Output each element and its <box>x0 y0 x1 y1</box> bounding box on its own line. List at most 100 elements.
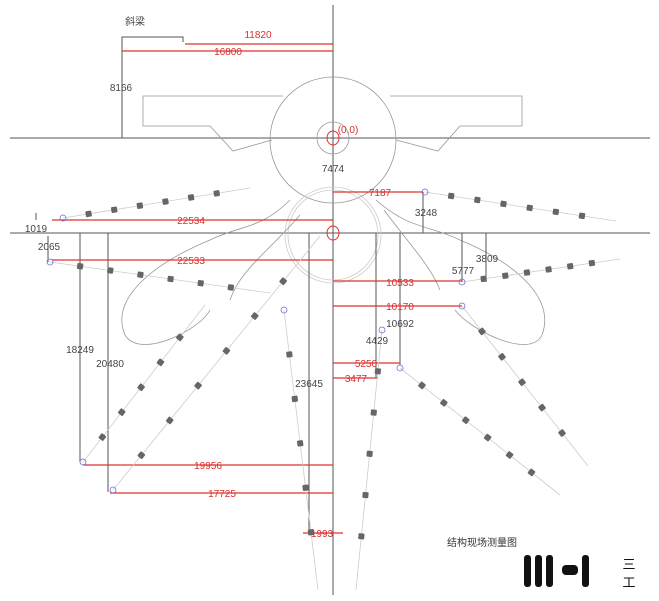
bolt-icon <box>578 212 586 220</box>
bolt-icon <box>197 279 204 287</box>
bolt-rays <box>46 187 621 591</box>
bolt-icon <box>418 381 426 390</box>
label-1993: 1993 <box>311 529 334 540</box>
label-18249: 18249 <box>66 345 94 356</box>
bolt-icon <box>358 533 365 540</box>
origin-marker <box>326 130 340 146</box>
bolt-icon <box>500 200 507 208</box>
bolt-icon <box>291 395 299 403</box>
bolt-ray-line <box>112 235 321 491</box>
bolt-icon <box>374 368 382 375</box>
bolt-icon <box>483 433 492 442</box>
bolt-icon <box>227 284 235 291</box>
label-3248: 3248 <box>415 208 438 219</box>
anchor-point-icon <box>458 302 466 310</box>
right-slab-outline <box>390 95 523 152</box>
lower-circle-outer <box>284 186 382 284</box>
bolt-icon <box>505 451 514 459</box>
bolt-icon <box>250 312 259 320</box>
bolt-icon <box>137 383 145 392</box>
bolt-icon <box>461 416 470 425</box>
bolt-icon <box>85 210 92 218</box>
label-16800: 16800 <box>214 47 242 58</box>
label-22533: 22533 <box>177 256 205 267</box>
label-5777: 5777 <box>452 266 475 277</box>
label-2065: 2065 <box>38 242 61 253</box>
bolt-icon <box>222 347 231 355</box>
large-circle <box>269 76 397 204</box>
left-slab-outline <box>142 95 283 152</box>
label-10692: 10692 <box>386 319 414 330</box>
right-lobe-inner <box>383 209 441 291</box>
bolt-icon <box>110 206 118 214</box>
bolt-icon <box>538 403 546 412</box>
label-22534: 22534 <box>177 216 205 227</box>
bolt-icon <box>176 333 184 342</box>
bolt-icon <box>156 358 165 367</box>
bolt-icon <box>137 451 146 460</box>
lower-marker <box>326 225 340 241</box>
bolt-icon <box>98 433 107 441</box>
right-lobe <box>375 199 546 345</box>
bolt-icon <box>526 204 533 212</box>
bolt-icon <box>366 450 373 457</box>
label-20480: 20480 <box>96 359 124 370</box>
bolt-icon <box>440 398 448 407</box>
bolt-icon <box>498 352 506 361</box>
logo: 三 工 <box>524 555 636 591</box>
bolt-icon <box>478 327 486 336</box>
bolt-icon <box>279 277 287 286</box>
label-17725: 17725 <box>208 489 236 500</box>
logo-text: 三 <box>622 558 635 573</box>
label-5250: 5250 <box>355 359 378 370</box>
drawing-title: 结构现场测量图 <box>447 536 517 549</box>
label-19956: 19956 <box>194 461 222 472</box>
bolt-icon <box>370 409 377 416</box>
bolt-icon <box>502 272 509 279</box>
anchor-point-icon <box>396 364 404 372</box>
left-lobe-inner <box>229 214 301 301</box>
svg-text:工: 工 <box>622 576 635 591</box>
origin-label: (0,0) <box>338 125 359 136</box>
label-10533: 10533 <box>386 278 414 289</box>
bolt-icon <box>165 416 174 425</box>
bolt-icon <box>136 202 144 209</box>
bolt-icon <box>523 269 531 276</box>
label-23645: 23645 <box>295 379 323 390</box>
bolt-icon <box>167 275 174 283</box>
bolt-icon <box>137 271 144 278</box>
label-8166: 8166 <box>110 83 133 94</box>
bolt-icon <box>107 267 114 274</box>
small-circle <box>316 121 350 155</box>
bolt-icon <box>76 262 84 270</box>
bolt-icon <box>213 190 220 197</box>
bolt-icon <box>286 351 293 358</box>
label-3477: 3477 <box>345 374 368 385</box>
bolt-icon <box>187 194 195 201</box>
anchor-point-icon <box>421 188 429 196</box>
anchor-point-icon <box>458 278 466 286</box>
bolt-icon <box>480 275 487 283</box>
anchor-point-icon <box>109 486 117 494</box>
bolt-icon <box>307 528 315 536</box>
bolt-icon <box>518 378 526 386</box>
bolt-icon <box>302 484 309 492</box>
label-7474: 7474 <box>322 164 345 175</box>
bolt-icon <box>162 198 169 205</box>
bolt-icon <box>566 262 574 270</box>
label-10170: 10170 <box>386 302 414 313</box>
bolt-icon <box>527 468 536 477</box>
bolt-icon <box>552 208 560 216</box>
beam-bracket <box>121 36 184 44</box>
bolt-icon <box>117 408 126 416</box>
left-lobe <box>121 199 291 345</box>
bolt-icon <box>545 266 552 273</box>
bolt-icon <box>296 440 304 447</box>
label-3809: 3809 <box>476 254 499 265</box>
beam-label: 斜梁 <box>125 15 145 28</box>
anchor-point-icon <box>378 326 386 334</box>
label-4429: 4429 <box>366 336 389 347</box>
bolt-icon <box>447 192 455 200</box>
